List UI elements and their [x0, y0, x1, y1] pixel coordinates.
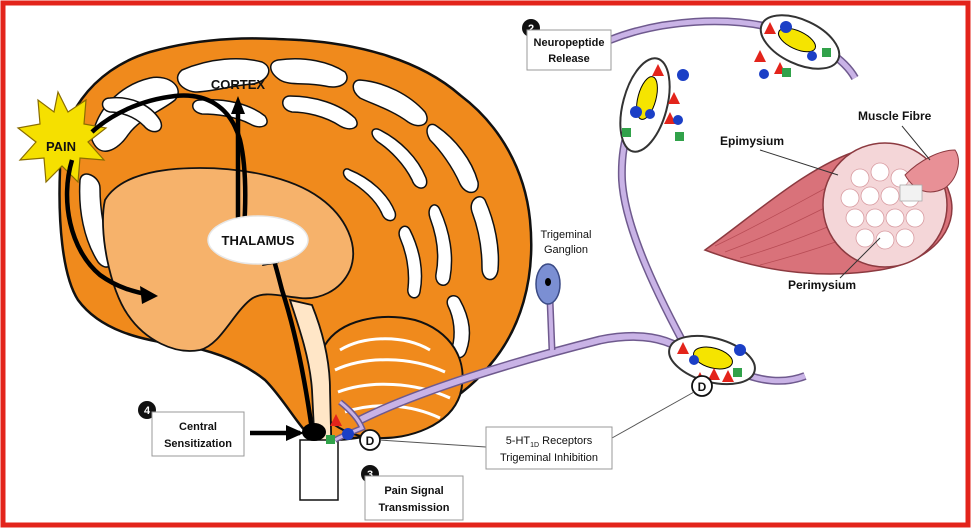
step-4-line2: Sensitization [164, 438, 232, 450]
receptor-marker-brainstem-label: D [366, 434, 375, 448]
epimysium-label: Epimysium [720, 134, 784, 148]
cortex-label: CORTEX [211, 77, 266, 92]
spinal-cord [300, 440, 338, 500]
ganglion-nucleus [545, 278, 551, 286]
trigeminal-ganglion: Trigeminal Ganglion [536, 229, 591, 304]
muscle-cross-section [705, 143, 958, 274]
step-3-line2: Transmission [379, 502, 450, 514]
step-3-line1: Pain Signal [384, 485, 443, 497]
receptor-marker-lower-label: D [698, 380, 707, 394]
muscle-fibre-label: Muscle Fibre [858, 109, 932, 123]
step-3-label: 3 Pain Signal Transmission [361, 465, 463, 520]
receptor-label-line2: Trigeminal Inhibition [500, 452, 598, 464]
step-4-line1: Central [179, 421, 217, 433]
ganglion-label-1: Trigeminal [541, 229, 592, 241]
ganglion-label-2: Ganglion [544, 244, 588, 256]
thalamus: THALAMUS [208, 216, 308, 264]
trigeminal-nucleus-node [302, 423, 326, 441]
receptor-marker-lower: D [692, 376, 712, 396]
step-4-number: 4 [144, 405, 151, 417]
step-4-label: 4 Central Sensitization [138, 401, 244, 456]
synapse-upper-right [753, 4, 848, 79]
receptor-marker-brainstem: D [360, 430, 380, 450]
synapse-upper-left [611, 53, 689, 157]
step-2-line2: Release [548, 53, 590, 65]
pain-label: PAIN [46, 139, 76, 154]
receptor-label-line1: 5-HT1D Receptors [506, 435, 593, 449]
thalamus-label: THALAMUS [222, 233, 295, 248]
perimysium-label: Perimysium [788, 278, 856, 292]
step-2-label: 2 Neuropeptide Release [522, 19, 611, 70]
step-2-line1: Neuropeptide [534, 37, 605, 49]
